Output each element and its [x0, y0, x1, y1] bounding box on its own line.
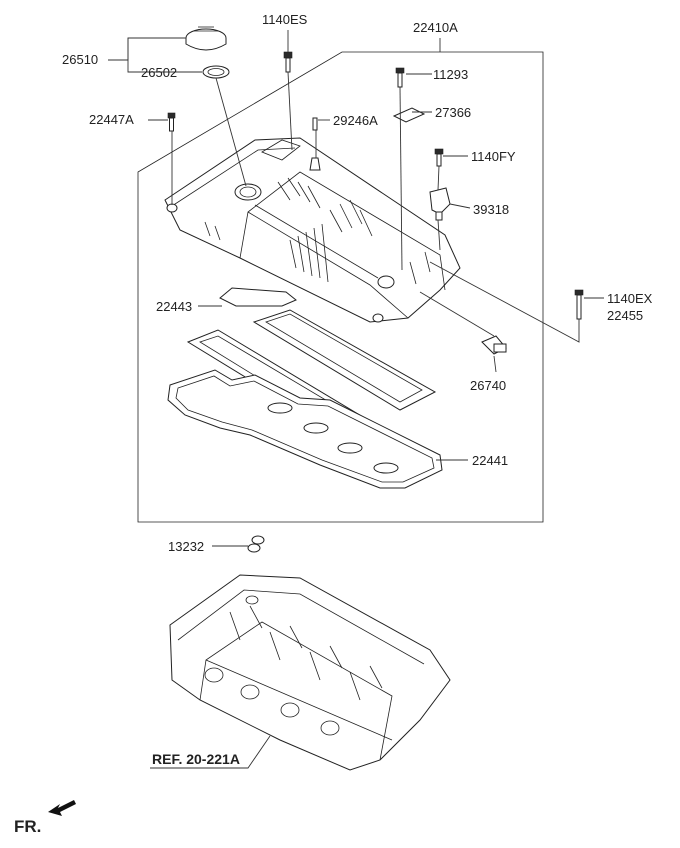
- rocker-cover[interactable]: [164, 137, 461, 323]
- camshaft-position-sensor[interactable]: [429, 187, 451, 221]
- label-39318: 39318: [473, 202, 509, 217]
- breather-26740[interactable]: [481, 335, 507, 355]
- bracket-27366[interactable]: [392, 107, 426, 123]
- spark-plug-seal[interactable]: [219, 287, 297, 307]
- label-1140es: 1140ES: [262, 12, 308, 27]
- label-13232: 13232: [168, 539, 204, 554]
- rocker-cover-gasket[interactable]: [167, 369, 443, 489]
- front-label: FR.: [14, 817, 41, 836]
- label-27366: 27366: [435, 105, 471, 120]
- arrow-icon: [48, 800, 76, 816]
- label-26510: 26510: [62, 52, 98, 67]
- oil-filler-cap[interactable]: [185, 26, 227, 51]
- bolt-11293[interactable]: [395, 67, 405, 88]
- label-22455: 22455: [607, 308, 643, 323]
- cylinder-head[interactable]: [169, 574, 451, 771]
- label-11293: 11293: [433, 67, 468, 82]
- bolt-1140ex[interactable]: [574, 289, 584, 320]
- label-1140fy: 1140FY: [471, 149, 516, 164]
- pcv-valve[interactable]: [309, 117, 321, 171]
- filler-cap-gasket[interactable]: [202, 65, 230, 79]
- bolt-1140fy[interactable]: [434, 148, 444, 167]
- bolt-22447a[interactable]: [167, 112, 176, 132]
- leader-lines: [108, 30, 604, 769]
- label-1140ex: 1140EX: [607, 291, 653, 306]
- label-22410a: 22410A: [413, 20, 458, 35]
- label-26740: 26740: [470, 378, 506, 393]
- label-26502: 26502: [141, 65, 177, 80]
- label-22441: 22441: [472, 453, 508, 468]
- assembly-frame: [137, 51, 544, 523]
- bolt-1140es[interactable]: [283, 51, 293, 73]
- label-22447a: 22447A: [89, 112, 134, 127]
- label-29246a: 29246A: [333, 113, 378, 128]
- label-22443: 22443: [156, 299, 192, 314]
- reference-label: REF. 20-221A: [152, 751, 240, 767]
- o-rings-13232[interactable]: [247, 535, 265, 553]
